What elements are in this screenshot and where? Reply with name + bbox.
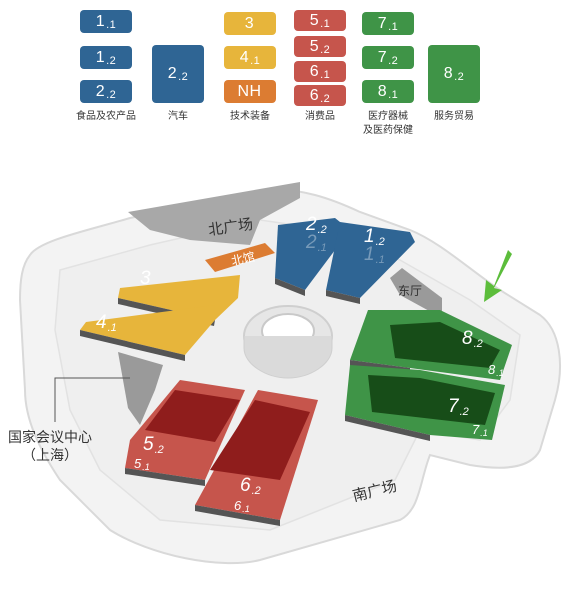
hall-1-2-block: [326, 222, 415, 298]
hall-label-2-1: 2.1: [306, 232, 327, 254]
legend-caption-food: 食品及农产品: [76, 111, 136, 122]
hall-2-2-block: [275, 218, 350, 290]
legend-chip-8-1: 8.1: [362, 80, 414, 103]
hall-label-6-1: 6.1: [234, 498, 250, 514]
legend-chip-5-2: 5.2: [294, 36, 346, 57]
center-ring-side: [243, 336, 333, 379]
legend-caption-auto: 汽车: [168, 111, 188, 122]
legend-chip-1-1: 1.1: [80, 10, 132, 33]
hall-7-dark: [368, 375, 495, 425]
east-gate-label: 东厅: [398, 284, 423, 298]
east-gate-roof: [390, 268, 442, 318]
hall-label-1-2: 1.2: [364, 226, 385, 248]
legend-chip-6-1: 6.1: [294, 61, 346, 82]
hall-label-5-1: 5.1: [134, 456, 150, 472]
hall-label-6-2: 6.2: [240, 475, 261, 497]
hall-label-7-2: 7.2: [448, 396, 469, 418]
hall-6-shadow: [195, 505, 280, 526]
legend-caption-medical: 医疗器械 及医药保健: [348, 110, 428, 138]
north-plaza-roof: [128, 182, 300, 245]
legend-caption-tech: 技术装备: [230, 111, 270, 122]
hall-label-8-2: 8.2: [462, 328, 483, 350]
legend-chip-8-2: 8.2: [428, 45, 480, 103]
venue-name: 国家会议中心 （上海）: [8, 428, 92, 464]
legend-chip-2-2-food: 2.2: [80, 80, 132, 103]
hall-5-shadow: [125, 468, 205, 486]
legend: 1.1 1.2 2.2 食品及农产品 2.2 汽车 3 4.1 NH 技术装备 …: [0, 0, 574, 150]
hall-label-1-1: 1.1: [364, 244, 385, 266]
legend-chip-7-2: 7.2: [362, 46, 414, 69]
legend-caption-medical-line1: 医疗器械: [368, 111, 408, 122]
west-gate-roof: [118, 352, 163, 425]
venue-map-graphic: [18, 182, 561, 565]
green-arrow: [484, 250, 512, 302]
hall-label-5-2: 5.2: [143, 434, 164, 456]
hall-4-1-shadow: [80, 330, 185, 361]
venue-leader-line: [54, 377, 130, 422]
hall-label-7-1: 7.1: [472, 422, 488, 438]
hall-2-2-shadow: [275, 278, 305, 296]
legend-chip-3: 3: [224, 12, 276, 35]
hall-label-2-2: 2.2: [306, 214, 327, 236]
legend-chip-2-2-auto: 2.2: [152, 45, 204, 103]
venue-name-line2: （上海）: [22, 447, 78, 463]
legend-chip-6-2: 6.2: [294, 85, 346, 106]
hall-4-1-block: [80, 305, 215, 355]
hall-5-dark: [145, 390, 240, 442]
hall-label-4-1: 4.1: [96, 312, 117, 334]
legend-caption-medical-line2: 及医药保健: [363, 125, 413, 136]
legend-chip-5-1: 5.1: [294, 10, 346, 31]
hall-8-dark: [390, 322, 500, 368]
legend-caption-services: 服务贸易: [434, 111, 474, 122]
venue-map: 北广场 南广场 北馆 东厅 国家会议中心 （上海） 2.2 2.1 1.2 1.…: [0, 150, 574, 591]
hall-7-shadow: [345, 415, 430, 441]
venue-name-line1: 国家会议中心: [8, 429, 92, 445]
legend-chip-1-2: 1.2: [80, 46, 132, 69]
legend-caption-consumer: 消费品: [305, 111, 335, 122]
hall-label-3: 3: [140, 268, 151, 289]
hall-1-2-shadow: [326, 290, 360, 304]
hall-label-8-1: 8.1: [488, 362, 504, 378]
north-gate-block: [205, 243, 275, 272]
legend-chip-4-1: 4.1: [224, 46, 276, 69]
legend-chip-nh: NH: [224, 80, 276, 103]
legend-chip-7-1: 7.1: [362, 12, 414, 35]
hall-6-dark: [210, 400, 310, 480]
